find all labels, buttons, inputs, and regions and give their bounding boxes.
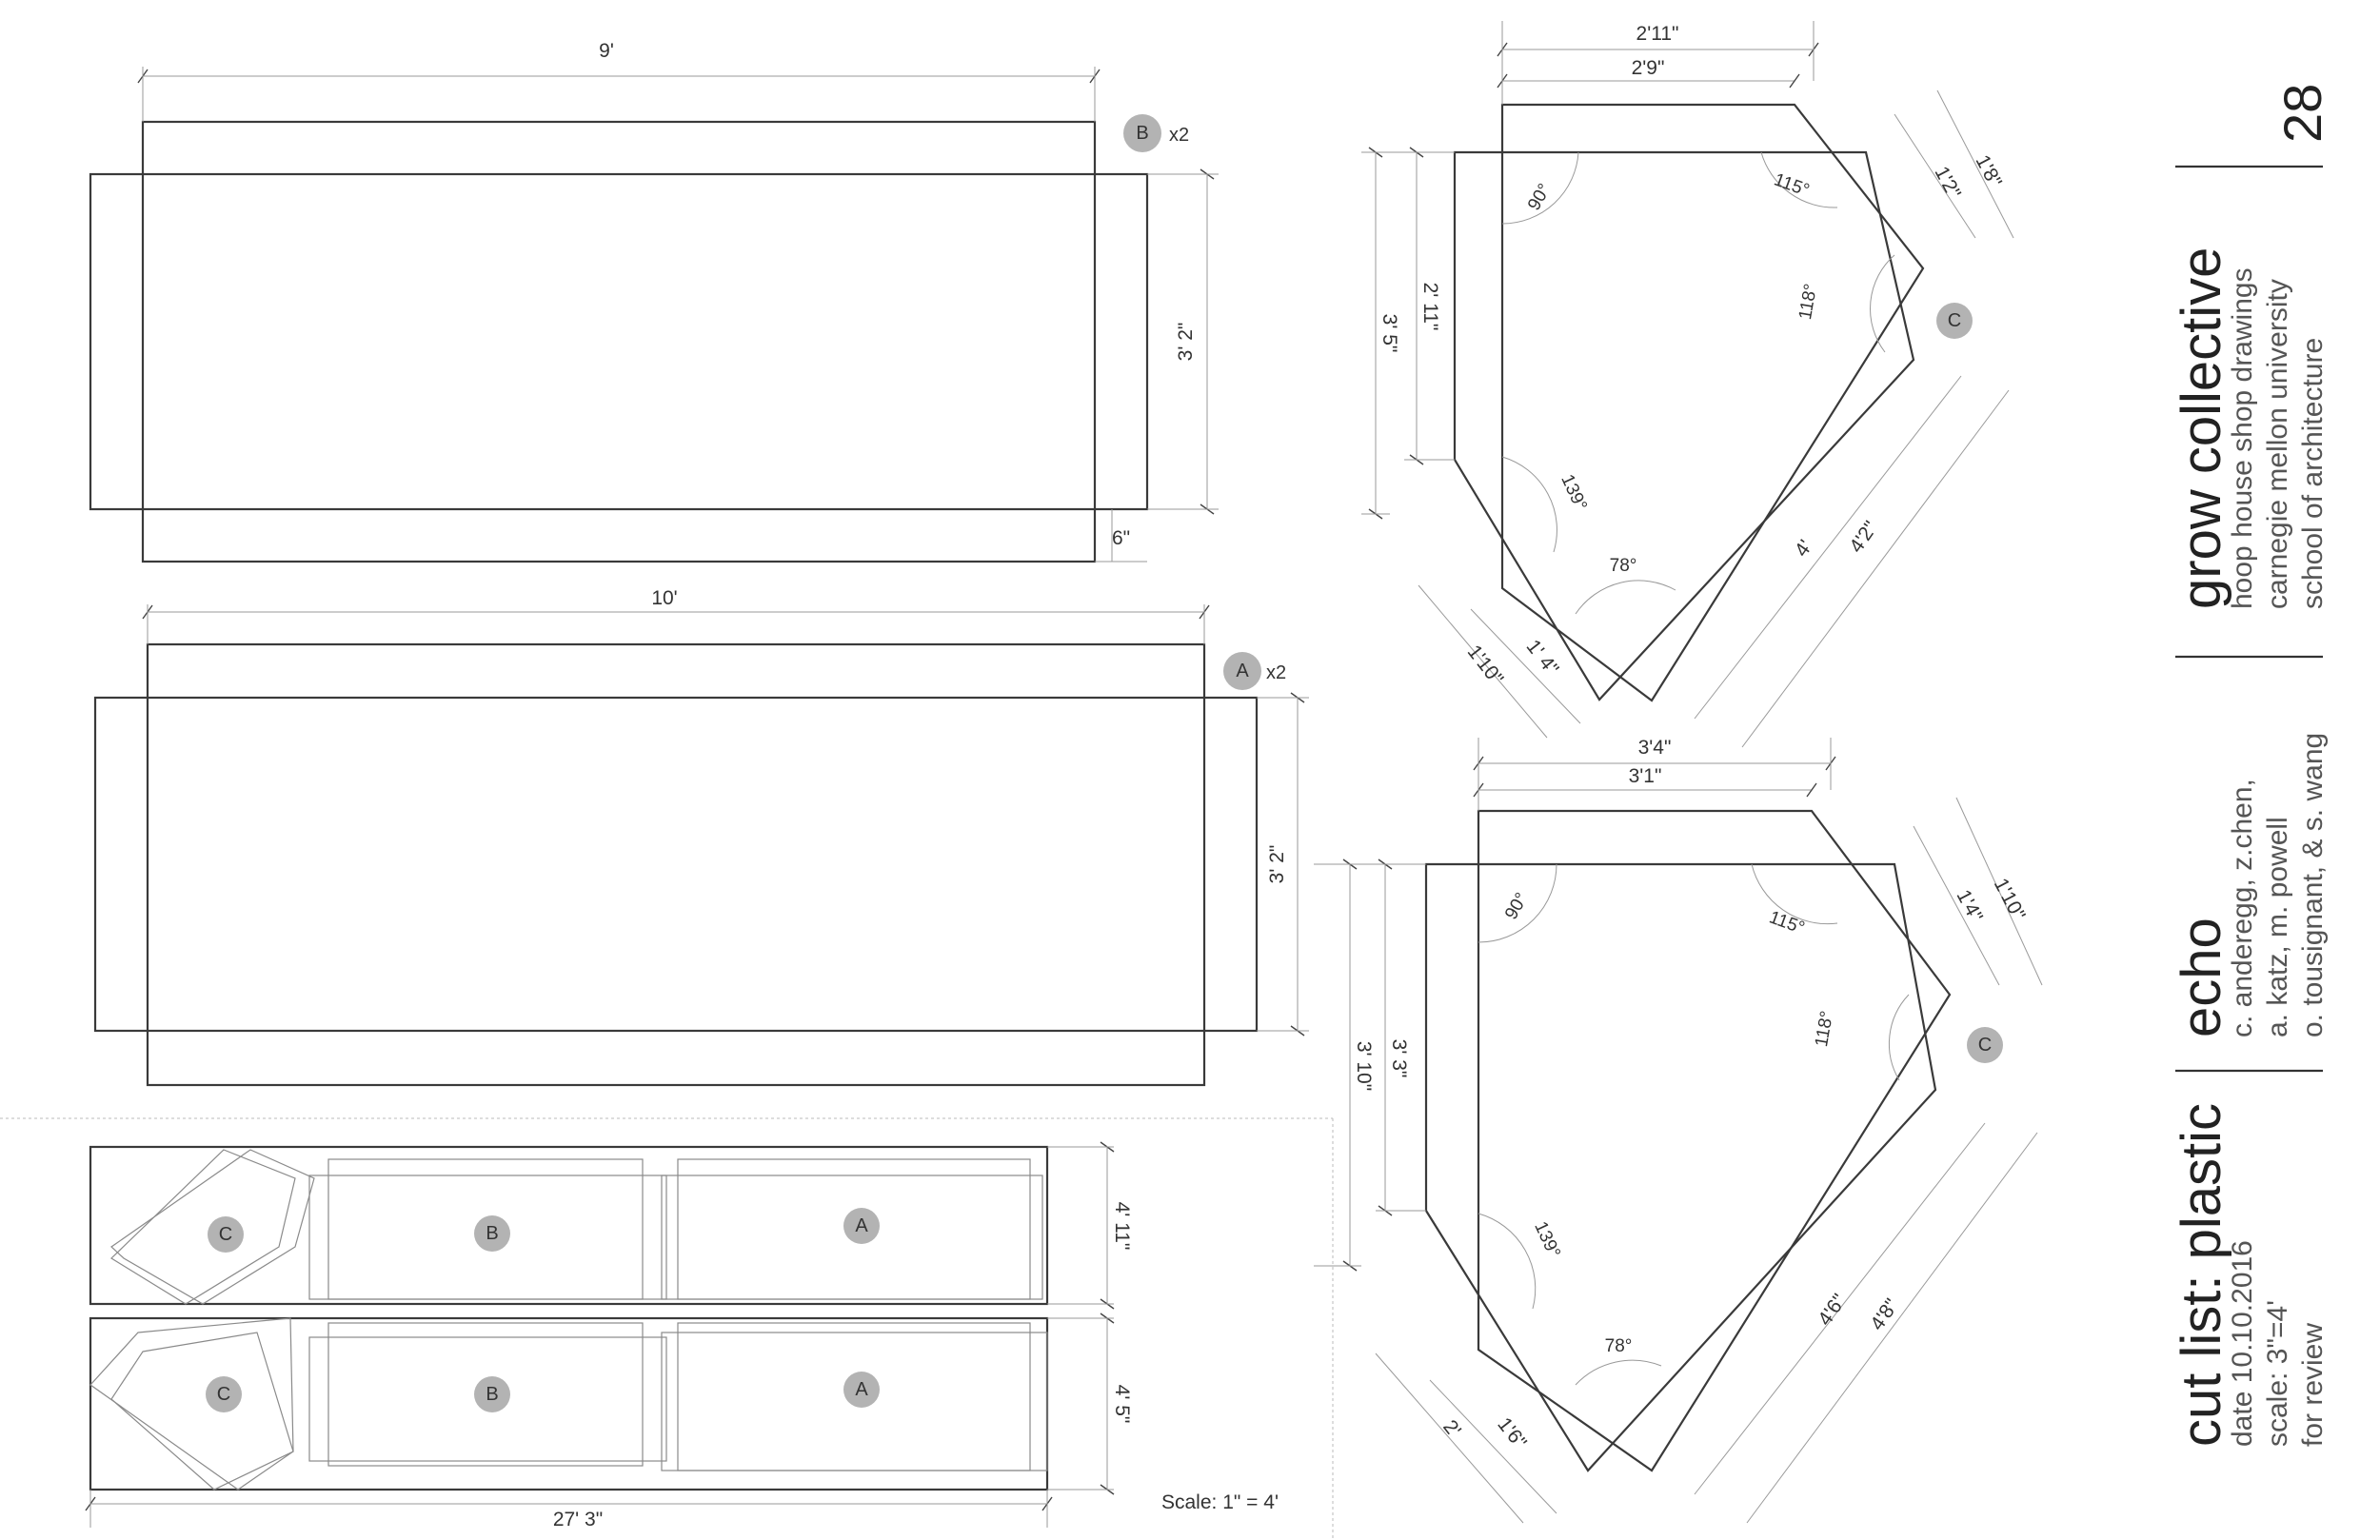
layout-badge-a1: A xyxy=(843,1208,880,1244)
c1-angle-2: 115° xyxy=(1771,169,1812,201)
scale-note: Scale: 1" = 4' xyxy=(1161,1491,1279,1513)
c1-angle-5: 78° xyxy=(1610,556,1637,576)
piece-b-badge: B xyxy=(1123,114,1161,152)
c2-top-inner: 3'1" xyxy=(1629,765,1662,787)
c1-top-outer: 2'11" xyxy=(1636,23,1679,45)
c1-left-inner: 2' 11" xyxy=(1419,283,1441,331)
c2-angle-2: 115° xyxy=(1766,907,1807,938)
c2-left-inner: 3' 3" xyxy=(1388,1039,1410,1078)
piece-a-qty: x2 xyxy=(1266,662,1286,683)
authors-line-1: c. anderegg, z.chen, xyxy=(2227,779,2258,1037)
svg-text:C: C xyxy=(1948,310,1961,331)
c2-top-outer: 3'4" xyxy=(1638,737,1672,759)
piece-c-upper-outer-outline xyxy=(1453,150,1915,701)
svg-text:A: A xyxy=(855,1379,868,1400)
c2-angle-4: 139° xyxy=(1530,1218,1564,1261)
layout-badge-c1: C xyxy=(208,1216,244,1253)
c1-right-outer: 1'8" xyxy=(1971,151,2006,191)
piece-c-upper-inner-outline xyxy=(1500,103,1925,702)
c2-left-outer: 3' 10" xyxy=(1353,1041,1375,1091)
c1-angle-4: 139° xyxy=(1557,471,1591,514)
piece-c-upper: 90° 115° 118° 139° 78° 2'11" 2'9" 1'2" 1… xyxy=(1361,21,2014,748)
svg-text:B: B xyxy=(486,1384,498,1405)
c1-left-outer: 3' 5" xyxy=(1378,314,1400,353)
sheet-title: cut list: plastic xyxy=(2171,1103,2232,1447)
svg-text:A: A xyxy=(855,1215,868,1236)
layout-sheet-1 xyxy=(89,1145,1049,1306)
piece-b: 9' 3' 2" 6" B x2 xyxy=(89,40,1219,563)
c2-right-inner: 1'4" xyxy=(1952,886,1987,926)
c2-angle-3: 118° xyxy=(1812,1010,1837,1049)
title-block: 28 grow collective hoop house shop drawi… xyxy=(2171,84,2332,1447)
piece-a-badge: A xyxy=(1223,652,1261,690)
layout-badge-b1: B xyxy=(474,1215,510,1252)
c2-bottom-right-outer: 4'8" xyxy=(1866,1294,1903,1334)
piece-a-flaps xyxy=(93,696,1259,1033)
c2-bottom-right-inner: 4'6" xyxy=(1814,1290,1851,1330)
c1-bottom-left-inner: 1' 4" xyxy=(1522,636,1563,680)
piece-b-flap-label: 6" xyxy=(1112,527,1130,549)
piece-b-outline xyxy=(141,120,1097,563)
piece-a-width-label: 10' xyxy=(651,587,677,609)
authors-line-2: a. katz, m. powell xyxy=(2262,817,2293,1037)
piece-c-upper-badge: C xyxy=(1936,303,1973,339)
piece-b-width-label: 9' xyxy=(599,40,614,62)
svg-text:B: B xyxy=(486,1223,498,1244)
c2-angle-1: 90° xyxy=(1501,890,1533,923)
layout-badge-a2: A xyxy=(843,1372,880,1408)
sheet-scale: scale: 3"=4' xyxy=(2262,1300,2293,1447)
c1-bottom-right-inner: 4' xyxy=(1791,536,1817,561)
layout-badge-c2: C xyxy=(206,1376,242,1412)
svg-text:B: B xyxy=(1136,123,1148,144)
c1-top-inner: 2'9" xyxy=(1632,57,1665,79)
project-title: echo xyxy=(2171,918,2232,1037)
layout-total-length: 27' 3" xyxy=(553,1509,603,1530)
c1-angle-1: 90° xyxy=(1524,181,1556,214)
c2-right-outer: 1'10" xyxy=(1990,875,2030,924)
page-number: 28 xyxy=(2272,84,2332,143)
piece-b-qty: x2 xyxy=(1169,125,1189,146)
authors-line-3: o. tousignant, & s. wang xyxy=(2297,733,2329,1037)
org-title: grow collective xyxy=(2171,247,2232,609)
svg-text:C: C xyxy=(1978,1035,1992,1056)
c1-right-inner: 1'2" xyxy=(1930,163,1965,203)
c2-bottom-left-outer: 2' xyxy=(1438,1416,1465,1442)
c2-angle-5: 78° xyxy=(1605,1336,1633,1356)
org-line-3: school of architecture xyxy=(2297,338,2329,609)
c2-bottom-left-inner: 1'6" xyxy=(1493,1413,1531,1453)
piece-c-lower-inner-outline xyxy=(1477,809,1952,1472)
layout-sheet-2-height: 4' 5" xyxy=(1111,1385,1133,1424)
layout-sheet-1-height: 4' 11" xyxy=(1111,1202,1133,1251)
c1-bottom-right-outer: 4'2" xyxy=(1845,517,1882,557)
piece-b-flaps xyxy=(89,172,1149,511)
piece-c-lower-outer-outline xyxy=(1424,862,1937,1472)
layout-badge-b2: B xyxy=(474,1376,510,1412)
svg-text:C: C xyxy=(219,1224,232,1245)
piece-b-height-label: 3' 2" xyxy=(1175,323,1197,362)
sheet-date: date 10.10.2016 xyxy=(2227,1240,2258,1447)
org-line-1: hoop house shop drawings xyxy=(2227,267,2258,609)
piece-a-height-label: 3' 2" xyxy=(1266,845,1288,884)
piece-a: 10' 3' 2" A x2 xyxy=(93,587,1309,1087)
cut-layout: C B A C B A 4' 11" 4' 5" 27' 3" Scale: 1… xyxy=(0,1117,1334,1540)
piece-c-lower: 90° 115° 118° 139° 78° 3'4" 3'1" 1'4" 1'… xyxy=(1314,737,2043,1524)
svg-text:A: A xyxy=(1236,661,1249,681)
org-line-2: carnegie mellon university xyxy=(2262,279,2293,609)
piece-c-lower-badge: C xyxy=(1967,1027,2003,1063)
c1-angle-3: 118° xyxy=(1795,283,1821,322)
sheet-status: for review xyxy=(2297,1323,2329,1447)
svg-text:C: C xyxy=(217,1384,230,1405)
piece-a-outline xyxy=(146,642,1206,1087)
